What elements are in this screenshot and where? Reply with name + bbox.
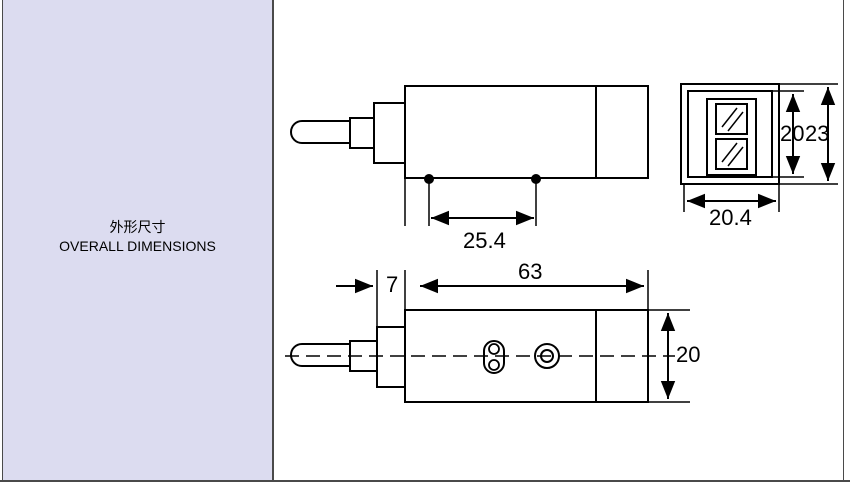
bottom-flange [376,326,406,388]
bottom-led-inner [540,349,554,363]
label-cell: 外形尺寸 OVERALL DIMENSIONS [2,0,274,481]
top-spacing-label: 25.4 [463,228,506,253]
top-collar [349,117,375,149]
bottom-view [285,270,690,403]
bottom-border [0,480,850,482]
end-height-outer-label: 23 [805,121,829,146]
top-view [290,85,649,226]
bottom-offset-label: 7 [386,272,398,297]
top-hole-right [531,174,541,184]
top-flange [373,102,406,164]
end-height-inner-label: 20 [780,121,804,146]
end-window-frame [706,98,757,176]
bottom-led-outer [534,343,560,369]
end-outer [680,83,780,185]
bottom-body [404,309,649,403]
top-body [404,85,649,179]
title-english: OVERALL DIMENSIONS [59,238,216,254]
end-window-top [715,103,748,135]
bottom-height-label: 20 [676,342,700,367]
drawing-cell [274,0,844,481]
top-shaft [290,120,350,144]
top-hole-left [424,174,434,184]
end-width-label: 20.4 [709,205,752,230]
label-text: 外形尺寸 OVERALL DIMENSIONS [3,218,272,256]
end-view [680,83,838,212]
title-chinese: 外形尺寸 [109,219,166,235]
end-inner [687,90,773,178]
end-window-bottom [715,138,748,170]
bottom-length-label: 63 [518,259,542,284]
bottom-shaft [290,343,350,367]
bottom-slot [483,340,505,374]
